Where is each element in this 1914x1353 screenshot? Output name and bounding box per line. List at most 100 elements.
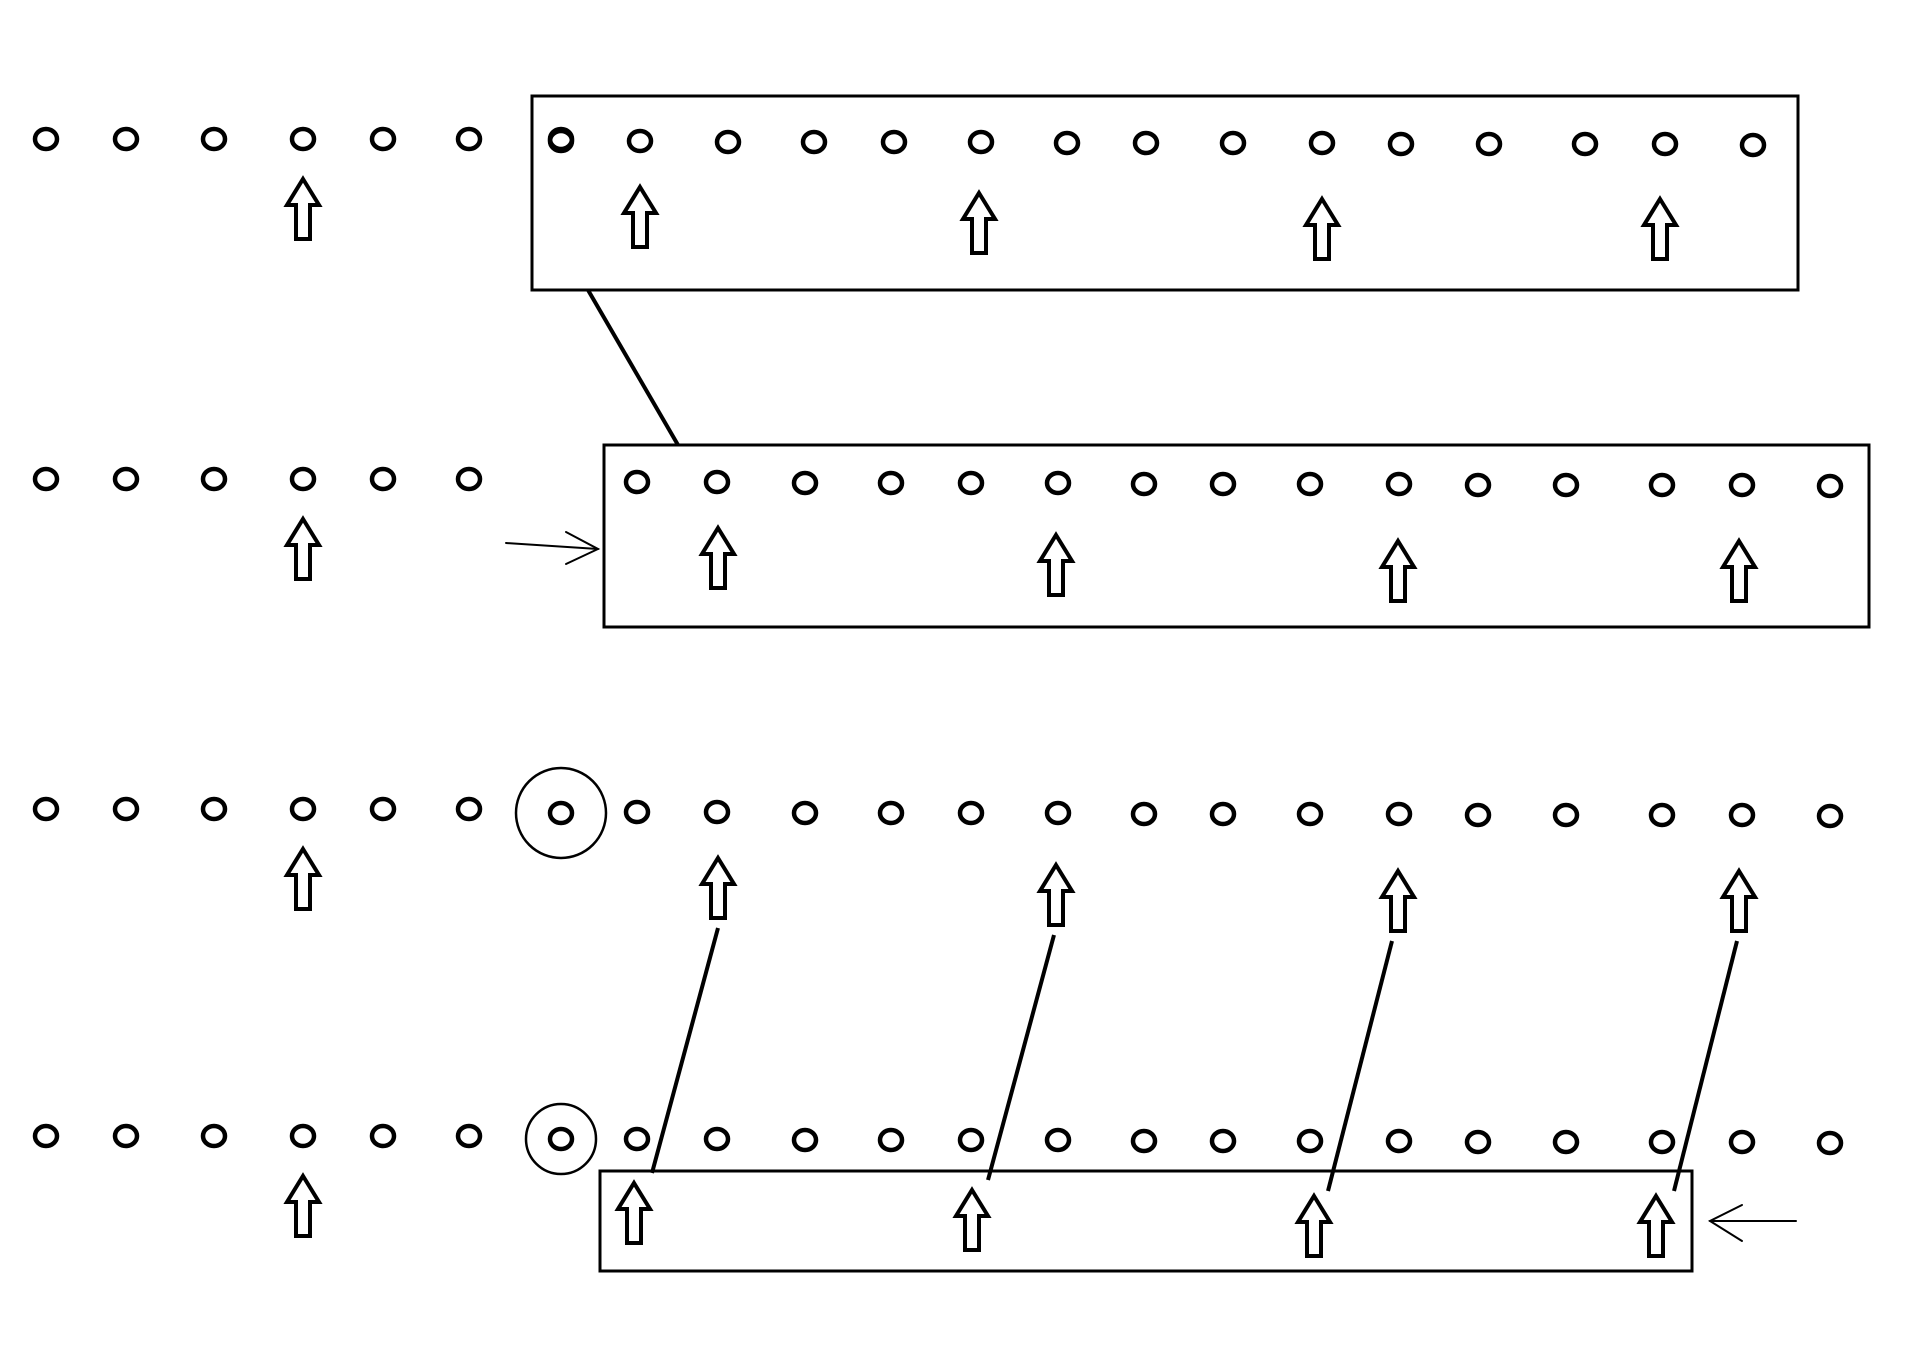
highlight-frames xyxy=(514,94,1871,1273)
row-4-dot-right-4 xyxy=(877,1127,905,1153)
row-4-up-arrow-3 xyxy=(1294,1192,1334,1258)
row-1-dot-right-8 xyxy=(1132,130,1160,156)
row-4-dot-right-11 xyxy=(1464,1129,1492,1155)
row-3-dot-left-1 xyxy=(32,796,60,822)
row-3-up-arrow-2 xyxy=(1036,861,1076,927)
row-2-dot-right-4 xyxy=(877,470,905,496)
row-3-to-row-4-connector-3 xyxy=(1326,940,1394,1192)
row-3-to-row-4-connector-2 xyxy=(986,934,1056,1181)
row-3-dot-right-14 xyxy=(1728,802,1756,828)
row-3-up-arrow-3 xyxy=(1378,867,1418,933)
row-4-dot-right-10 xyxy=(1385,1128,1413,1154)
row-2-up-arrow-2 xyxy=(1036,531,1076,597)
row-2-dot-right-3 xyxy=(791,470,819,496)
row-2-dot-left-2 xyxy=(112,466,140,492)
row-2-up-arrow-left xyxy=(283,515,323,581)
row-4-side-arrow-head xyxy=(1707,1204,1743,1242)
row-3-dot-right-6 xyxy=(1044,800,1072,826)
connector-lines xyxy=(586,288,1739,1192)
row-4-dot-right-8 xyxy=(1209,1128,1237,1154)
row-1-dot-right-6 xyxy=(967,129,995,155)
row-4-highlight-box xyxy=(598,1169,1694,1273)
row-4-dot-right-5 xyxy=(957,1127,985,1153)
row-2-side-arrow-shaft xyxy=(505,542,599,550)
row-1-dot-right-2 xyxy=(626,128,654,154)
row-2-dot-right-13 xyxy=(1648,472,1676,498)
dot-rows xyxy=(32,126,1844,1156)
row-1-dot-left-6 xyxy=(455,126,483,152)
row-3-dot-left-3 xyxy=(200,796,228,822)
row-4-up-arrow-1 xyxy=(614,1179,654,1245)
row-2-dot-left-5 xyxy=(369,466,397,492)
row-3-dot-left-6 xyxy=(455,796,483,822)
row-2-dot-right-1 xyxy=(623,469,651,495)
row-2-dot-left-6 xyxy=(455,466,483,492)
row-2-up-arrow-4 xyxy=(1719,537,1759,603)
side-arrows xyxy=(505,531,1797,1242)
row-3-circled-dot xyxy=(547,800,575,826)
row-2-dot-right-2 xyxy=(703,469,731,495)
row-2-dot-right-8 xyxy=(1209,471,1237,497)
row-3-dot-right-3 xyxy=(791,800,819,826)
row-1-up-arrow-left xyxy=(283,175,323,241)
row-4-dot-left-3 xyxy=(200,1123,228,1149)
row-3-dot-right-5 xyxy=(957,800,985,826)
row-2-up-arrow-3 xyxy=(1378,537,1418,603)
row-1-dot-left-2 xyxy=(112,126,140,152)
row-2-dot-left-1 xyxy=(32,466,60,492)
row-2-dot-right-6 xyxy=(1044,470,1072,496)
row-3-dot-left-2 xyxy=(112,796,140,822)
row-3-dot-right-4 xyxy=(877,800,905,826)
row-4-dot-right-1 xyxy=(623,1126,651,1152)
row-3-dot-right-15 xyxy=(1816,803,1844,829)
up-arrows xyxy=(283,175,1759,1258)
row-4-dot-left-1 xyxy=(32,1123,60,1149)
row-4-up-arrow-4 xyxy=(1636,1192,1676,1258)
row-4-up-arrow-2 xyxy=(952,1186,992,1252)
row-4-circled-dot-ring xyxy=(524,1102,598,1176)
row-4-dot-right-6 xyxy=(1044,1127,1072,1153)
row-3-dot-right-7 xyxy=(1130,801,1158,827)
row-3-dot-right-11 xyxy=(1464,802,1492,828)
row-1-highlight-box xyxy=(530,94,1800,292)
row-2-side-arrow-head xyxy=(565,531,601,565)
row-3-dot-right-10 xyxy=(1385,801,1413,827)
row-1-dot-left-3 xyxy=(200,126,228,152)
row-2-dot-right-12 xyxy=(1552,472,1580,498)
row-1-up-arrow-3 xyxy=(1302,195,1342,261)
row-3-dot-right-8 xyxy=(1209,801,1237,827)
row-1-dot-right-4 xyxy=(800,129,828,155)
row-2-dot-left-4 xyxy=(289,466,317,492)
row-4-dot-right-3 xyxy=(791,1127,819,1153)
row-2-dot-right-14 xyxy=(1728,472,1756,498)
row-2-dot-right-11 xyxy=(1464,472,1492,498)
row-2-dot-right-10 xyxy=(1385,471,1413,497)
row-2-dot-left-3 xyxy=(200,466,228,492)
row-4-dot-left-5 xyxy=(369,1123,397,1149)
row-1-dot-left-4 xyxy=(289,126,317,152)
row-1-up-arrow-1 xyxy=(620,183,660,249)
row-1-dot-right-15 xyxy=(1739,132,1767,158)
row-1-dot-right-14 xyxy=(1651,131,1679,157)
row-1-up-arrow-4 xyxy=(1640,195,1680,261)
row-2-dot-right-5 xyxy=(957,470,985,496)
row-2-dot-right-15 xyxy=(1816,473,1844,499)
row-4-dot-right-14 xyxy=(1728,1129,1756,1155)
row-4-dot-right-13 xyxy=(1648,1129,1676,1155)
row-3-up-arrow-4 xyxy=(1719,867,1759,933)
row-4-dot-right-7 xyxy=(1130,1128,1158,1154)
row-4-dot-right-12 xyxy=(1552,1129,1580,1155)
row-3-dot-left-5 xyxy=(369,796,397,822)
row-1-dot-right-12 xyxy=(1475,131,1503,157)
row-1-to-row-2-connector xyxy=(586,288,680,447)
row-4-dot-left-2 xyxy=(112,1123,140,1149)
row-3-to-row-4-connector-4 xyxy=(1672,940,1739,1192)
row-4-dot-right-9 xyxy=(1296,1128,1324,1154)
row-4-dot-right-15 xyxy=(1816,1130,1844,1156)
row-1-dot-left-1 xyxy=(32,126,60,152)
row-4-dot-left-4 xyxy=(289,1123,317,1149)
row-1-dot-right-3 xyxy=(714,129,742,155)
row-3-to-row-4-connector-1 xyxy=(650,927,720,1174)
row-4-up-arrow-left xyxy=(283,1172,323,1238)
